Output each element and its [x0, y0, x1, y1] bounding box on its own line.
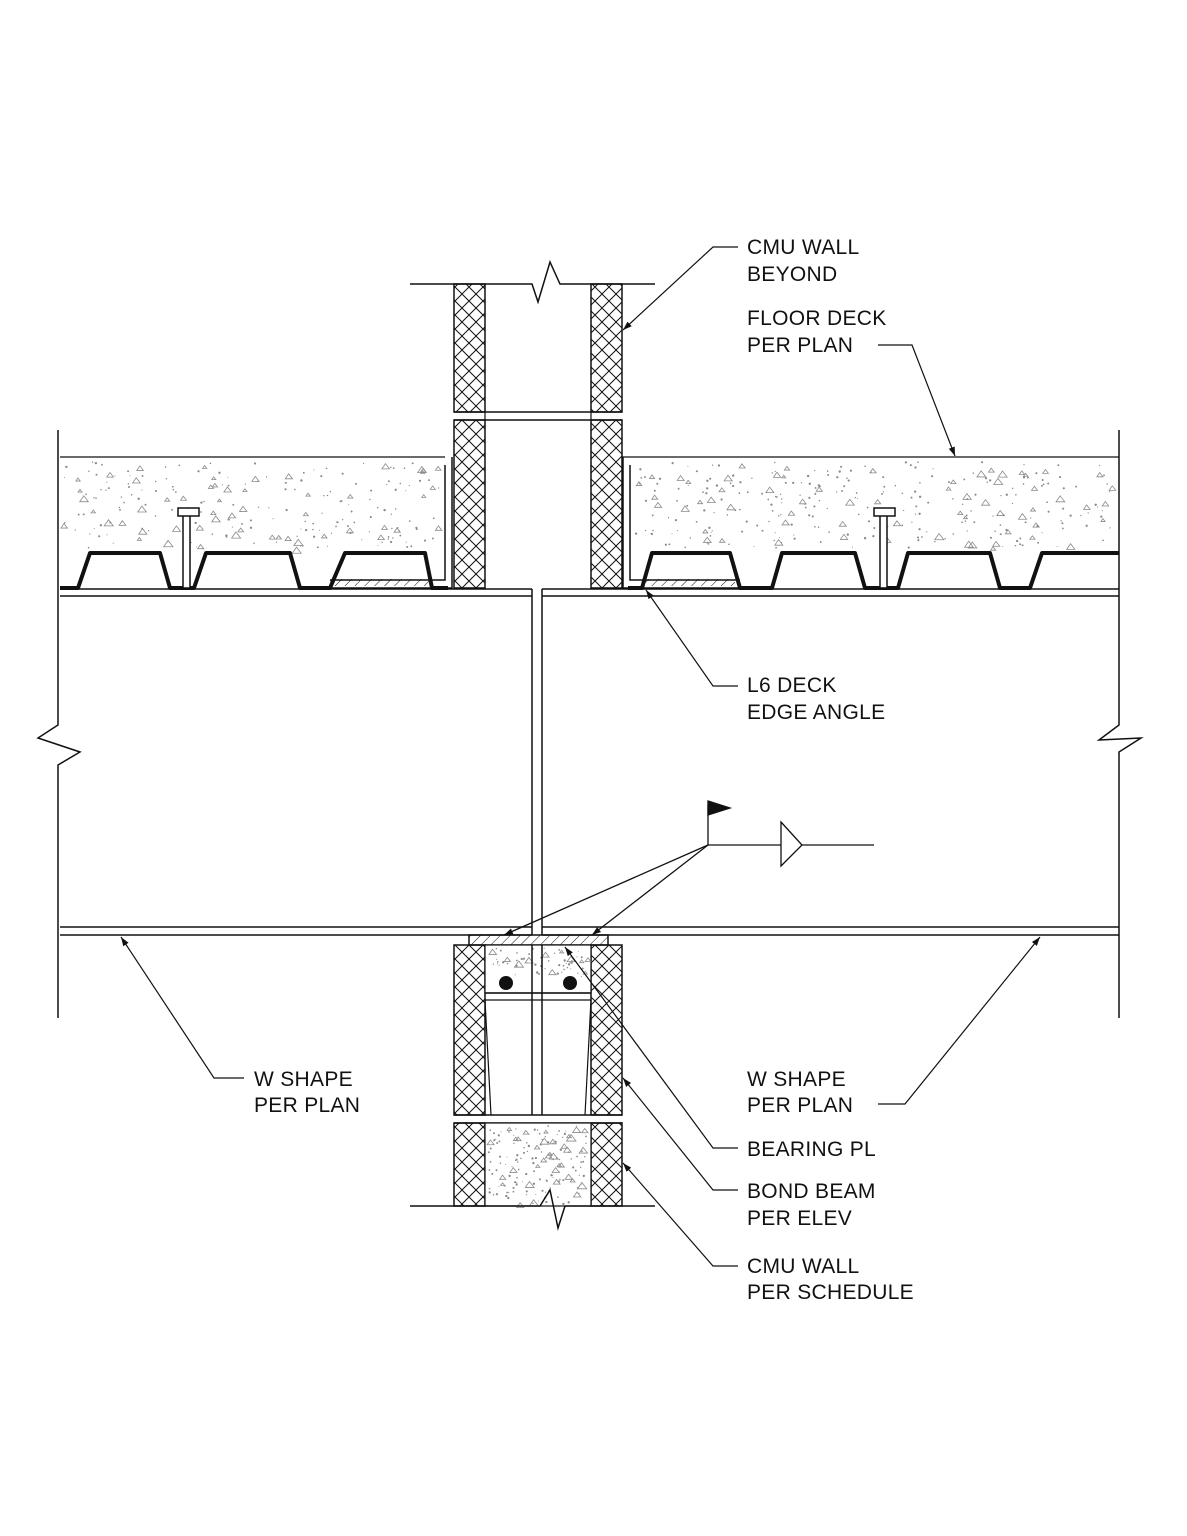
leaders: [120, 246, 1041, 1267]
leader-cmu-wall-beyond: [622, 246, 738, 331]
w-shape-beam-right: [541, 588, 1119, 936]
concrete-slab-left: [60, 456, 445, 588]
metal-deck-right: [628, 551, 1119, 590]
concrete-speckle-left: [60, 461, 443, 554]
grout-fill: [486, 1125, 589, 1208]
label-bearing-pl: BEARING PL: [747, 1138, 876, 1161]
rebar-left: [499, 976, 513, 990]
shear-stud-left: [177, 507, 200, 589]
leader-cmu-wall-schedule: [622, 1162, 738, 1267]
label-floor-deck: FLOOR DECK PER PLAN: [747, 307, 893, 357]
leader-floor-deck: [878, 344, 956, 457]
w-shape-beam-left: [60, 588, 533, 936]
label-w-shape-right: W SHAPE PER PLAN: [747, 1068, 853, 1117]
break-line-right: [1096, 430, 1144, 1018]
cmu-wall-below: [410, 934, 655, 1231]
leader-w-shape-left: [120, 936, 244, 1079]
label-deck-edge-angle: L6 DECK EDGE ANGLE: [747, 674, 885, 724]
concrete-slab-right: [622, 456, 1119, 588]
weld-symbol: [503, 800, 874, 936]
rebar-right: [563, 976, 577, 990]
label-bond-beam: BOND BEAM PER ELEV: [747, 1180, 882, 1230]
leader-deck-edge-angle: [645, 589, 738, 687]
label-cmu-wall-schedule: CMU WALL PER SCHEDULE: [747, 1255, 914, 1304]
break-line-left: [36, 430, 82, 1018]
leader-w-shape-right: [878, 936, 1041, 1105]
label-w-shape-left: W SHAPE PER PLAN: [254, 1068, 360, 1117]
shear-stud-right: [873, 507, 896, 589]
label-cmu-wall-beyond: CMU WALL BEYOND: [747, 236, 865, 286]
metal-deck-left: [60, 551, 448, 590]
deck-edge-angle-right: [622, 457, 750, 589]
concrete-speckle-right: [634, 461, 1117, 551]
leader-bond-beam: [622, 1077, 738, 1191]
deck-edge-angle-left: [318, 457, 453, 589]
leader-bearing-pl: [564, 946, 738, 1149]
cmu-wall-beyond: [410, 259, 655, 589]
bond-beam: [484, 944, 592, 994]
